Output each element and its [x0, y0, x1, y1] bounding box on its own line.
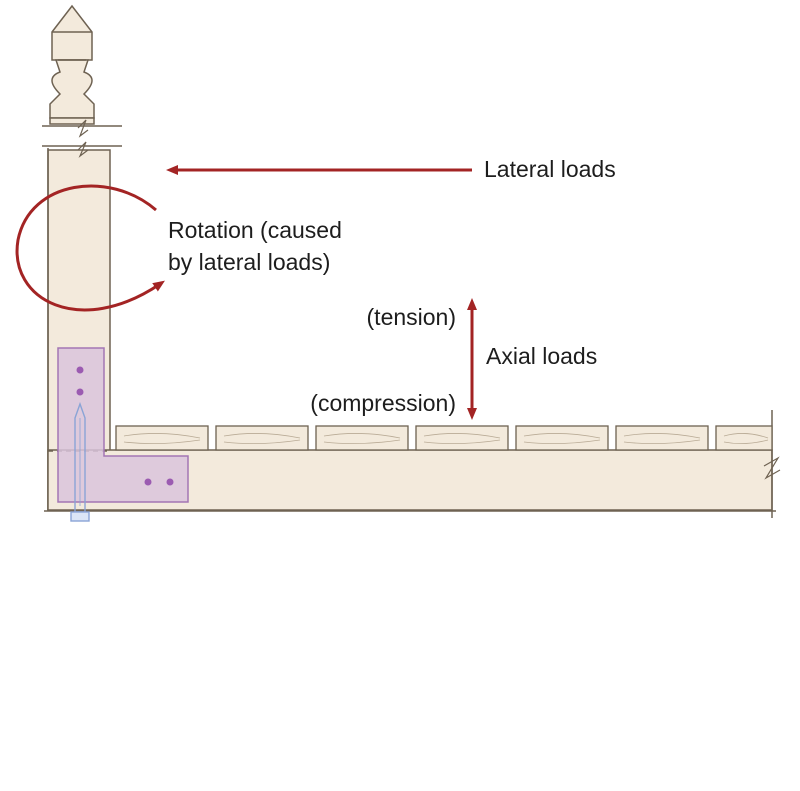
axial-loads-label: Axial loads — [486, 343, 597, 369]
bracket-screw — [76, 366, 84, 374]
rotation-label-line2: by lateral loads) — [168, 249, 330, 275]
l-bracket — [57, 347, 189, 503]
bracket-screw — [144, 478, 152, 486]
bolt — [70, 401, 90, 522]
deck-boards — [115, 425, 773, 451]
rotation-arrow — [15, 184, 165, 312]
bracket-screw — [76, 388, 84, 396]
post-finial — [49, 4, 95, 119]
compression-label: (compression) — [310, 390, 456, 416]
lateral-loads-label: Lateral loads — [484, 156, 616, 182]
bracket-screw — [166, 478, 174, 486]
rotation-label-line1: Rotation (caused — [168, 217, 342, 243]
tension-label: (tension) — [367, 304, 456, 330]
